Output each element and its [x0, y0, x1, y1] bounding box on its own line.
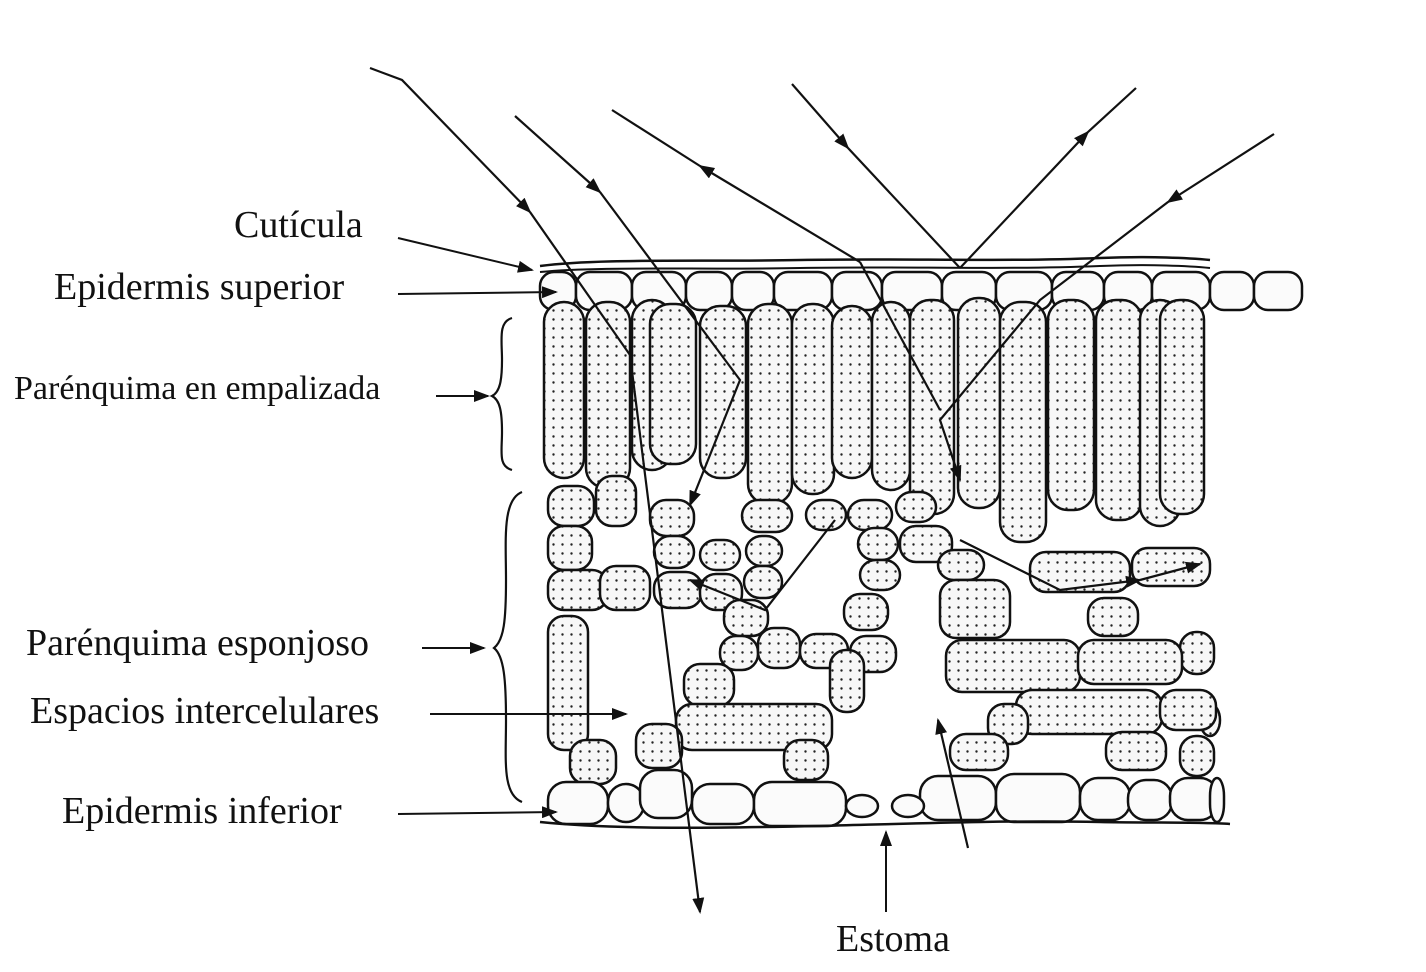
- spongy-cell: [1088, 598, 1138, 636]
- spongy-cell: [600, 566, 650, 610]
- spongy-cell: [1132, 548, 1210, 586]
- spongy-cell: [654, 536, 694, 568]
- ray-4b: [848, 148, 960, 268]
- brace-spongy: [494, 492, 522, 802]
- spongy-cell: [1180, 736, 1214, 776]
- braces: [492, 318, 522, 802]
- spongy-cell: [844, 594, 888, 630]
- ray-3c: [612, 110, 700, 166]
- brace-palisade: [492, 318, 512, 470]
- palisade-cell: [650, 304, 696, 464]
- label-parenquima-empalizada: Parénquima en empalizada: [14, 372, 380, 406]
- palisade-cell: [1096, 300, 1142, 520]
- spongy-cells: [548, 476, 1220, 784]
- leader-epi-inf: [398, 812, 556, 814]
- ray-3: [700, 166, 860, 262]
- cuticle-layer-inner: [540, 265, 1210, 272]
- lower-epidermis-cell: [754, 782, 846, 826]
- palisade-cell: [910, 300, 954, 514]
- palisade-cell: [792, 304, 834, 494]
- lower-epidermis-cell: [548, 782, 608, 824]
- palisade-cell: [872, 302, 910, 490]
- label-cuticula: Cutícula: [234, 206, 363, 244]
- spongy-cell: [1030, 552, 1130, 592]
- spongy-cell: [950, 734, 1008, 770]
- spongy-cell: [636, 724, 682, 768]
- palisade-cell: [1000, 302, 1046, 542]
- label-estoma: Estoma: [836, 920, 950, 958]
- spongy-cell: [724, 600, 768, 636]
- ray-2: [515, 116, 600, 192]
- spongy-cell: [946, 640, 1080, 692]
- upper-epidermis-cell: [686, 272, 732, 310]
- spongy-cell: [548, 526, 592, 570]
- spongy-cell: [1078, 640, 1182, 684]
- lower-epidermis-cell: [608, 784, 644, 822]
- palisade-cell: [586, 302, 630, 488]
- spongy-cell: [596, 476, 636, 526]
- lower-epidermis-cell: [1128, 780, 1172, 820]
- stoma-guard-cells: [846, 795, 924, 817]
- palisade-cell: [748, 304, 792, 504]
- lower-epidermis-cell: [1080, 778, 1130, 820]
- label-espacios-intercelulares: Espacios intercelulares: [30, 692, 379, 730]
- palisade-cell: [1160, 300, 1204, 514]
- spongy-cell: [806, 500, 846, 530]
- spongy-cell: [700, 540, 740, 570]
- lower-epidermis-cell: [996, 774, 1080, 822]
- label-epidermis-inferior: Epidermis inferior: [62, 792, 342, 830]
- spongy-cell: [746, 536, 782, 566]
- spongy-cell: [570, 740, 616, 784]
- spongy-cell: [1016, 690, 1162, 734]
- spongy-cell: [1106, 732, 1166, 770]
- label-epidermis-superior: Epidermis superior: [54, 268, 344, 306]
- lower-epidermis-cell: [692, 784, 754, 824]
- palisade-cell: [832, 306, 872, 478]
- spongy-cell: [758, 628, 800, 668]
- spongy-cell: [938, 550, 984, 580]
- palisade-cell: [958, 298, 1000, 508]
- lower-epidermis-cell: [1210, 778, 1224, 822]
- spongy-cell: [848, 500, 892, 530]
- spongy-cell: [1160, 690, 1216, 730]
- spongy-cell: [896, 492, 936, 522]
- palisade-cell: [1048, 300, 1094, 510]
- spongy-cell: [548, 486, 594, 526]
- lower-epidermis-cells: [548, 770, 1224, 826]
- upper-epidermis-cell: [1254, 272, 1302, 310]
- lower-cuticle-layer: [540, 821, 1230, 827]
- ray-6: [1168, 134, 1274, 202]
- leader-cuticula: [398, 238, 532, 270]
- spongy-cell: [742, 500, 792, 532]
- spongy-cell: [650, 500, 694, 536]
- label-parenquima-esponjoso: Parénquima esponjoso: [26, 624, 369, 662]
- ray-1: [370, 68, 530, 212]
- spongy-cell: [784, 740, 828, 780]
- spongy-cell: [830, 650, 864, 712]
- upper-epidermis-cell: [774, 272, 832, 310]
- spongy-cell: [858, 528, 898, 560]
- ray-5b: [1088, 88, 1136, 132]
- leader-epi-sup: [398, 292, 556, 294]
- spongy-cell: [744, 566, 782, 598]
- spongy-cell: [940, 580, 1010, 638]
- ray-4: [792, 84, 848, 148]
- upper-epidermis-cell: [1210, 272, 1254, 310]
- spongy-cell: [1180, 632, 1214, 674]
- palisade-cell: [544, 302, 584, 478]
- palisade-cell: [700, 306, 746, 478]
- spongy-cell: [548, 616, 588, 750]
- spongy-cell: [860, 560, 900, 590]
- spongy-cell: [684, 664, 734, 706]
- ray-5: [960, 132, 1088, 268]
- lower-epidermis-cell: [920, 776, 996, 820]
